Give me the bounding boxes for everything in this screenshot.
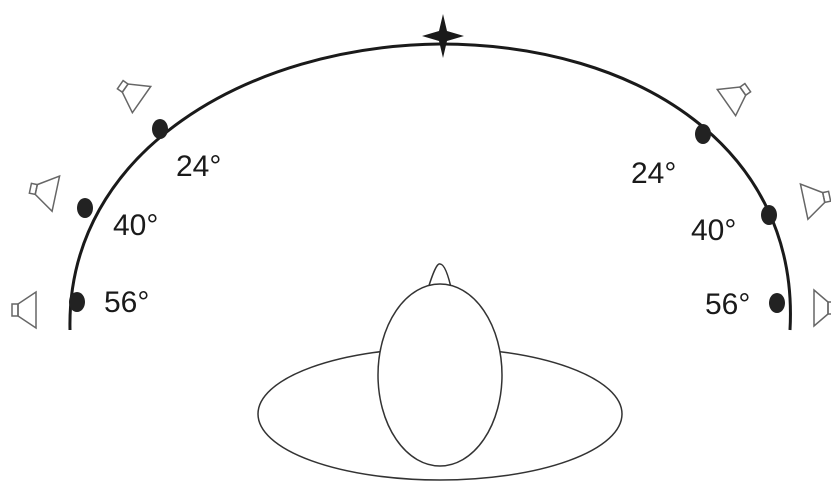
position-dot-left-24 [152, 119, 168, 139]
speaker-icon [814, 290, 831, 326]
position-dot-left-40 [77, 198, 93, 218]
position-dot-right-24 [695, 124, 711, 144]
speaker-icon [111, 72, 151, 113]
position-dot-right-56 [769, 293, 785, 313]
front-center-star-icon [422, 14, 464, 58]
listener-head [378, 284, 502, 466]
angle-label-right-24: 24° [631, 157, 676, 190]
angle-label-right-40: 40° [691, 214, 736, 247]
angle-label-left-40: 40° [113, 209, 158, 242]
angle-label-left-56: 56° [104, 286, 149, 319]
angle-label-right-56: 56° [705, 288, 750, 321]
speaker-icon [27, 171, 60, 212]
position-dot-right-40 [761, 205, 777, 225]
listener-head-icon [258, 264, 622, 480]
speaker-icon [12, 292, 36, 328]
angle-label-left-24: 24° [176, 150, 221, 183]
speaker-icon [717, 75, 757, 116]
position-dot-left-56 [69, 292, 85, 312]
speaker-icon [800, 179, 831, 220]
